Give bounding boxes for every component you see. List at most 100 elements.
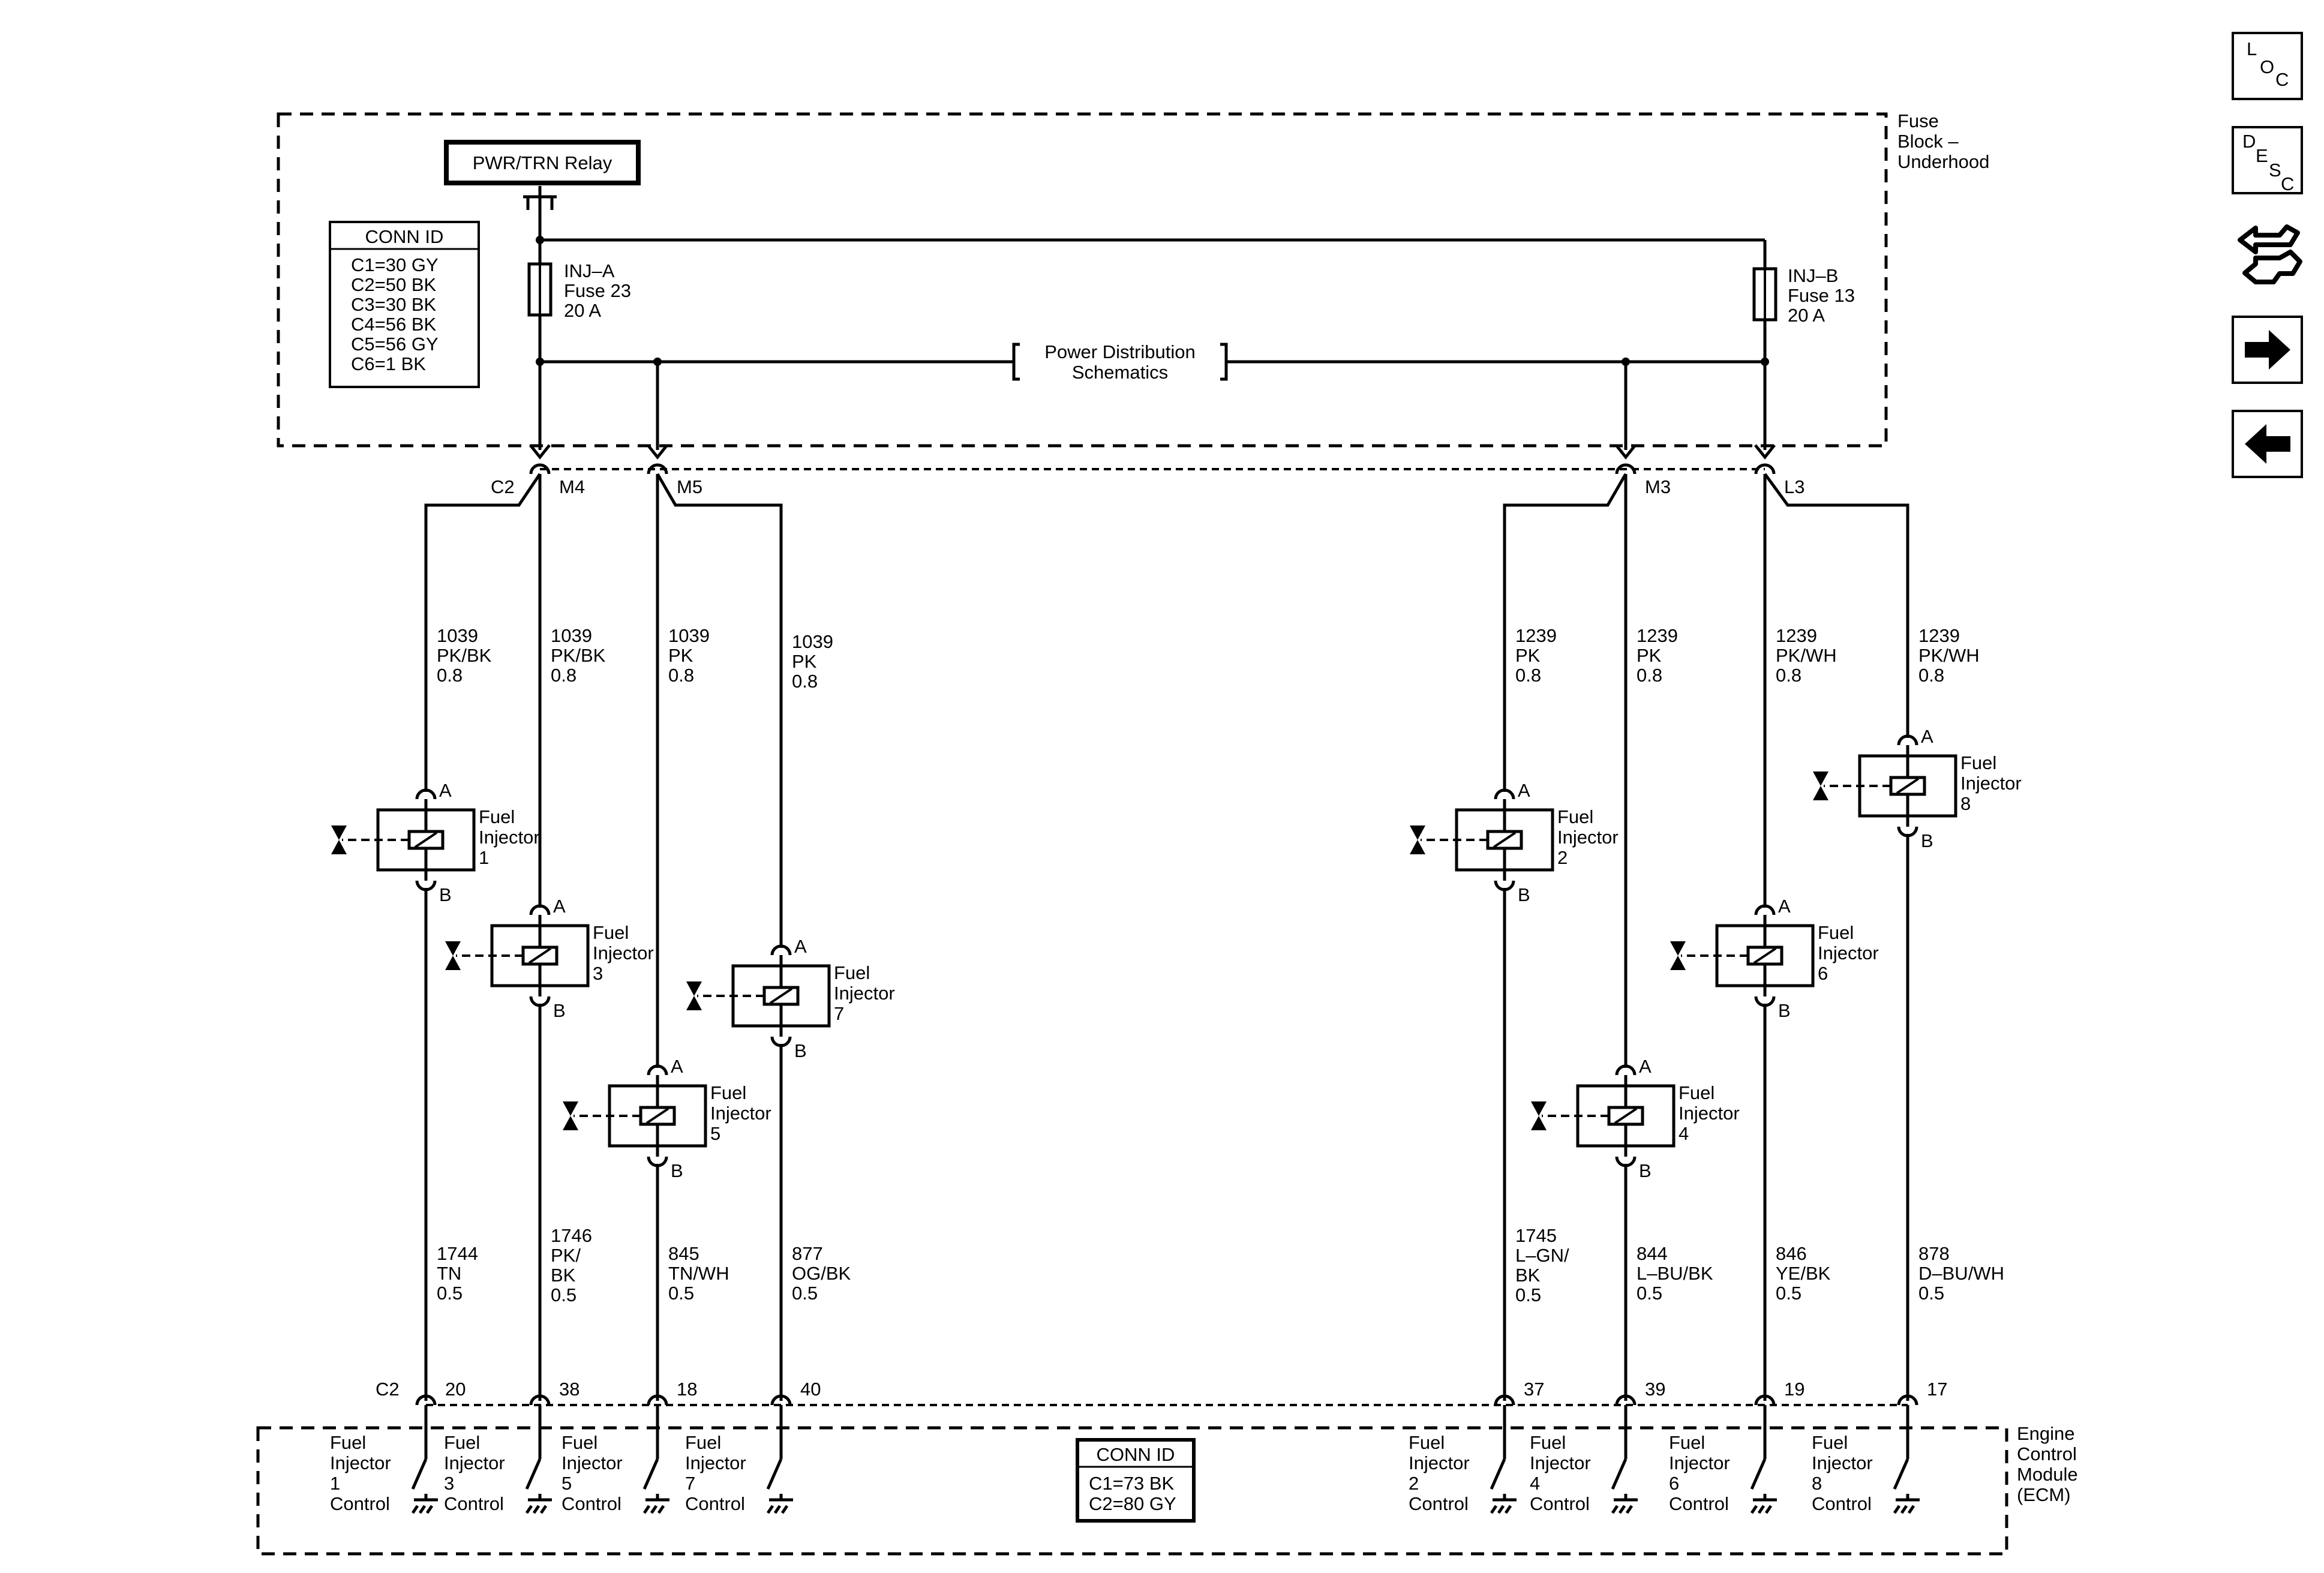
pin-a-label: A — [439, 780, 452, 801]
svg-text:CONN ID: CONN ID — [365, 226, 444, 247]
svg-text:S: S — [2269, 160, 2281, 181]
ecm-pin-18: 18 — [677, 1379, 697, 1400]
ecm-pin-39: 39 — [1645, 1379, 1665, 1400]
loc-button[interactable]: L O C — [2232, 32, 2303, 100]
ground-icon — [1611, 1458, 1638, 1514]
ecm-pin-40: 40 — [800, 1379, 821, 1400]
pwr-trn-relay-label: PWR/TRN Relay — [473, 152, 612, 173]
svg-text:O: O — [2260, 56, 2274, 77]
pin-m4: M4 — [559, 476, 585, 497]
svg-text:C: C — [2281, 173, 2294, 194]
pin-b-label: B — [1778, 1000, 1791, 1021]
valve-icon — [1813, 772, 1828, 800]
pin-a-label: A — [553, 896, 566, 917]
pin-m5: M5 — [677, 476, 702, 497]
pin-b-label: B — [439, 884, 452, 905]
ground-icon — [1750, 1458, 1777, 1514]
pin-a-label: A — [1778, 896, 1791, 917]
pin-l3: L3 — [1784, 476, 1804, 497]
valve-icon — [331, 825, 347, 854]
pin-b-label: B — [1921, 830, 1933, 851]
previous-page-button[interactable] — [2232, 410, 2303, 478]
diagnostic-wrench-icon[interactable] — [2238, 224, 2302, 284]
fuse-block-connector-label: C2 — [491, 476, 515, 497]
next-page-button[interactable] — [2232, 316, 2303, 384]
ecm-pin-20: 20 — [445, 1379, 466, 1400]
ecm-pin-17: 17 — [1927, 1379, 1947, 1400]
pin-b-label: B — [794, 1040, 807, 1061]
ecm-pin-19: 19 — [1784, 1379, 1804, 1400]
pin-a-label: A — [1639, 1056, 1652, 1077]
ecm-connector-label: C2 — [376, 1379, 400, 1400]
ground-icon — [525, 1458, 552, 1514]
pin-a-label: A — [794, 936, 807, 957]
ecm-pin-38: 38 — [559, 1379, 580, 1400]
pin-b-label: B — [1639, 1160, 1652, 1181]
svg-text:L: L — [2247, 38, 2257, 59]
pin-b-label: B — [553, 1000, 566, 1021]
desc-button[interactable]: D E S C — [2232, 126, 2303, 194]
ground-icon — [411, 1458, 438, 1514]
pin-m3: M3 — [1645, 476, 1671, 497]
svg-text:D: D — [2242, 131, 2256, 152]
pin-a-label: A — [1518, 780, 1530, 801]
ground-icon — [1893, 1458, 1920, 1514]
pin-b-label: B — [1518, 884, 1530, 905]
valve-icon — [686, 981, 702, 1010]
ecm-pin-37: 37 — [1524, 1379, 1544, 1400]
fuse-block-pins — [529, 444, 1776, 475]
ground-icon — [1490, 1458, 1517, 1514]
pin-a-label: A — [671, 1056, 683, 1077]
fuse-block-boundary — [277, 112, 1888, 448]
svg-text:C: C — [2275, 69, 2289, 90]
